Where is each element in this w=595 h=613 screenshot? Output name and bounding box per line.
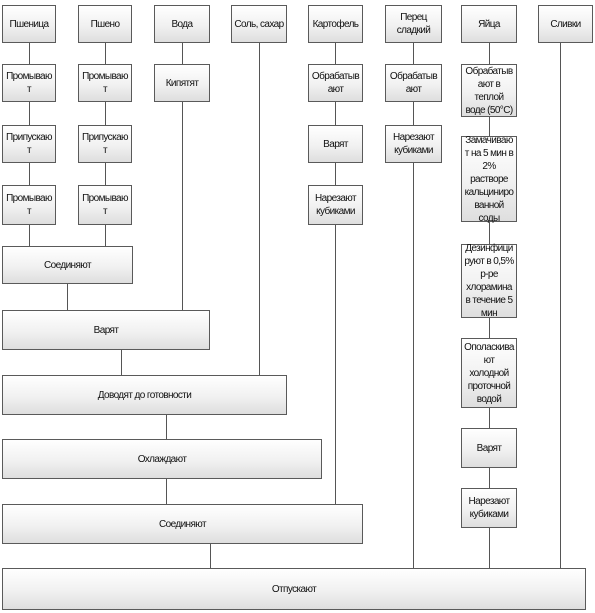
node-wheat-rinse: Промывают — [2, 185, 56, 225]
node-potato: Картофель — [308, 5, 363, 43]
node-pepper-process: Обрабатывают — [385, 64, 442, 102]
node-eggs-cut: Нарезают кубиками — [461, 488, 517, 528]
node-wheat-wash: Промывают — [2, 64, 56, 102]
node-potato-process: Обрабатывают — [308, 64, 363, 102]
node-potato-boil: Варят — [308, 125, 363, 163]
node-cook: Варят — [2, 310, 210, 350]
node-millet: Пшено — [78, 5, 132, 43]
node-water: Вода — [154, 5, 210, 43]
node-wheat: Пшеница — [2, 5, 56, 43]
node-bring-ready: Доводят до готовности — [2, 375, 287, 415]
node-millet-scald: Припускают — [78, 125, 132, 163]
node-eggs-cool: Ополаскивают холодной проточной водой — [461, 338, 517, 408]
node-pepper-cut: Нарезают кубиками — [385, 125, 442, 163]
node-wheat-scald: Припускают — [2, 125, 56, 163]
node-eggs: Яйца — [461, 5, 517, 43]
node-eggs-boil: Варят — [461, 428, 517, 468]
node-water-boil: Кипятят — [154, 64, 210, 102]
node-bell-pepper: Перец сладкий — [385, 5, 442, 43]
node-potato-cut: Нарезают кубиками — [308, 185, 363, 225]
node-grains-combine: Соединяют — [2, 246, 133, 284]
node-combine: Соединяют — [2, 504, 363, 544]
node-cream: Сливки — [538, 5, 593, 43]
node-millet-wash: Промывают — [78, 64, 132, 102]
node-cool: Охлаждают — [2, 439, 322, 479]
node-millet-rinse: Промывают — [78, 185, 132, 225]
node-eggs-disinfect: Дезинфицируют в 0,5% р-ре хлорамина в те… — [461, 243, 517, 319]
node-serve: Отпускают — [2, 568, 586, 610]
node-salt-sugar: Соль, сахар — [231, 5, 287, 43]
node-eggs-soak: Замачивают на 5 мин в 2% растворе кальци… — [461, 135, 517, 224]
node-eggs-process: Обрабатывают в теплой воде (50°С) — [461, 64, 517, 117]
